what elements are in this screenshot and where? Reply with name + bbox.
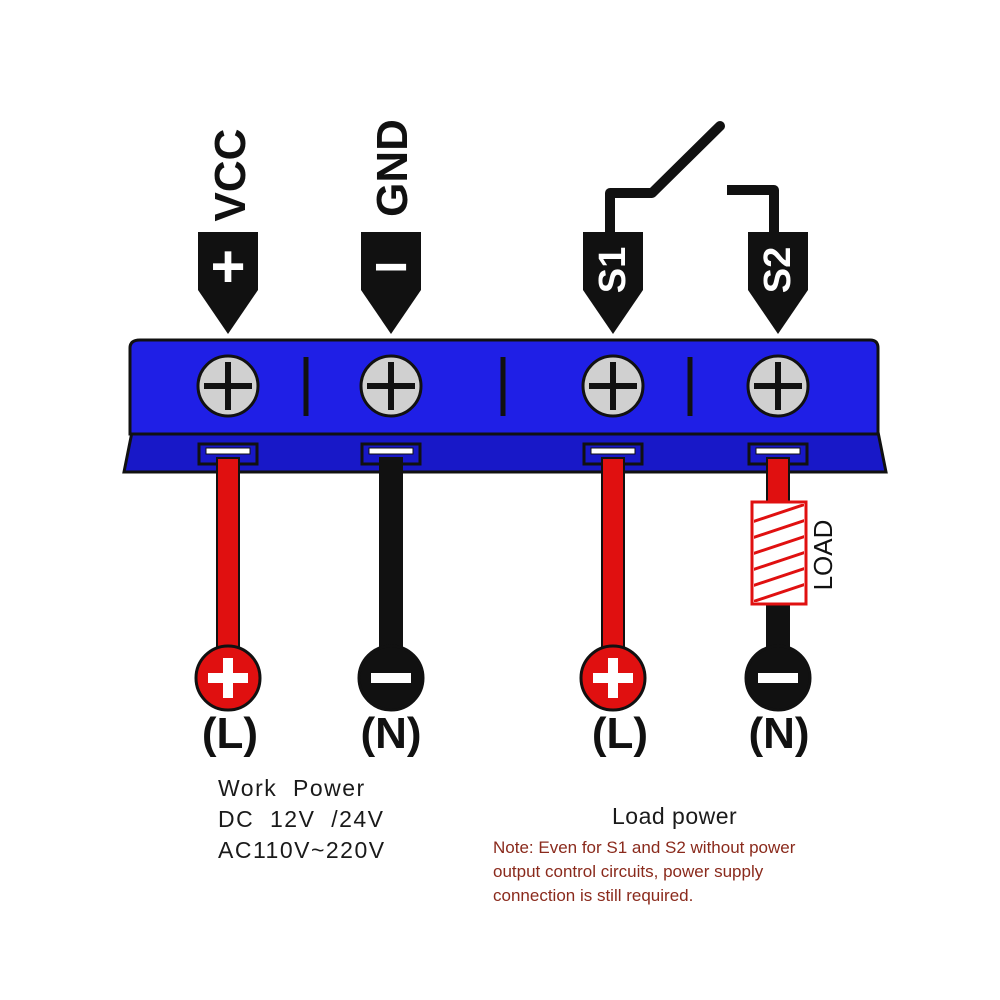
s1-tag: S1 — [583, 232, 643, 334]
load-resistor: LOAD — [750, 500, 838, 606]
s2-wire — [766, 457, 790, 665]
s2-tag-label: S2 — [757, 247, 799, 293]
s2-screw — [746, 354, 810, 418]
s2-tag: S2 — [748, 232, 808, 334]
load-power-label: Load power — [612, 803, 738, 829]
gnd-screw — [359, 354, 423, 418]
s2-wire-slot — [747, 442, 809, 466]
vcc-tag-symbol: + — [210, 233, 245, 300]
vcc-bottom-label: (L) — [202, 709, 258, 758]
s1-end-connector — [579, 644, 647, 712]
gnd-tag: − — [361, 232, 421, 334]
note-line-1: Note: Even for S1 and S2 without power — [493, 838, 796, 857]
note-line-3: connection is still required. — [493, 886, 694, 905]
work-power-line-3: AC110V~220V — [218, 837, 386, 863]
work-power-line-1: Work Power — [218, 775, 366, 801]
gnd-label: GND — [368, 119, 417, 217]
gnd-tag-symbol: − — [373, 233, 408, 300]
wires — [216, 457, 790, 665]
vcc-label: VCC — [206, 129, 255, 222]
terminal-block — [122, 338, 888, 474]
vcc-tag: + — [198, 232, 258, 334]
note-line-2: output control circuits, power supply — [493, 862, 764, 881]
s2-bottom-label: (N) — [748, 709, 809, 758]
s1-wire-slot — [582, 442, 644, 466]
gnd-end-connector — [357, 644, 425, 712]
gnd-bottom-label: (N) — [360, 709, 421, 758]
wire-end-connectors — [194, 644, 812, 712]
s1-tag-label: S1 — [592, 247, 634, 293]
s2-end-connector — [744, 644, 812, 712]
terminal-tags: + − S1 S2 — [198, 232, 808, 334]
s1-bottom-label: (L) — [592, 709, 648, 758]
vcc-screw — [196, 354, 260, 418]
vcc-wire — [216, 457, 240, 665]
relay-switch — [605, 121, 779, 243]
s1-screw — [581, 354, 645, 418]
gnd-wire — [379, 457, 403, 665]
vcc-end-connector — [194, 644, 262, 712]
load-label: LOAD — [808, 520, 838, 591]
s1-wire — [601, 457, 625, 665]
work-power-line-2: DC 12V /24V — [218, 806, 385, 832]
screws — [196, 354, 810, 418]
